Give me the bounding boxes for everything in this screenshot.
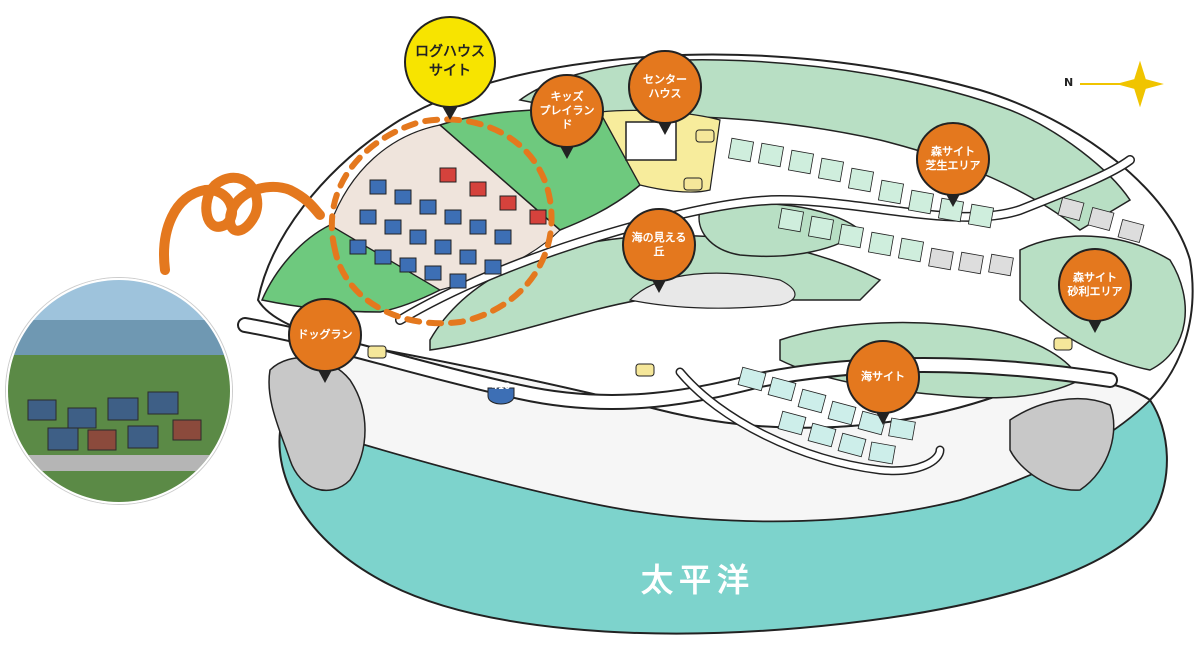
- pin-kids-playland[interactable]: キッズ プレイランド: [530, 74, 604, 159]
- pin-center-house[interactable]: センター ハウス: [628, 50, 702, 135]
- pin-sea-view-hill[interactable]: 海の見える 丘: [622, 208, 696, 293]
- log-houses-red: [439, 167, 547, 225]
- pin-dog-run-label: ドッグラン: [297, 327, 353, 341]
- route-410-sign: [487, 387, 515, 405]
- decorative-orange-loop: [159, 172, 325, 275]
- pin-forest-site-gravel[interactable]: 森サイト 砂利エリア: [1058, 248, 1132, 333]
- log-houses: [349, 179, 512, 289]
- gravel-plots: [928, 196, 1145, 277]
- pin-sea-view-hill-label: 海の見える 丘: [631, 230, 687, 258]
- pin-sea-site-label: 海サイト: [861, 369, 905, 383]
- photo-illustration: [8, 280, 230, 502]
- rocks-east: [1009, 397, 1115, 491]
- pin-center-house-label: センター ハウス: [643, 72, 687, 100]
- cars: [367, 129, 1073, 377]
- pin-forest-site-gravel-label: 森サイト 砂利エリア: [1067, 270, 1123, 298]
- log-house-highlight-outline: [328, 116, 555, 327]
- compass-rose: [1080, 60, 1164, 108]
- sea-site-plots: [737, 366, 916, 465]
- pin-dog-run[interactable]: ドッグラン: [288, 298, 362, 383]
- pin-log-house-site[interactable]: ログハウス サイト: [404, 16, 496, 120]
- route-number-label: 410: [491, 382, 511, 392]
- pin-sea-site[interactable]: 海サイト: [846, 340, 920, 425]
- lawn-plots: [727, 137, 995, 263]
- log-house-photo: [6, 278, 232, 504]
- pin-kids-playland-label: キッズ プレイランド: [539, 89, 595, 132]
- pacific-ocean-label: 太平洋: [640, 561, 755, 599]
- sea-view-hill: [628, 272, 796, 309]
- pin-forest-site-lawn-label: 森サイト 芝生エリア: [925, 144, 981, 172]
- pin-log-house-site-label: ログハウス サイト: [415, 44, 485, 79]
- pin-forest-site-lawn[interactable]: 森サイト 芝生エリア: [916, 122, 990, 207]
- compass-north-label: N: [1064, 76, 1074, 89]
